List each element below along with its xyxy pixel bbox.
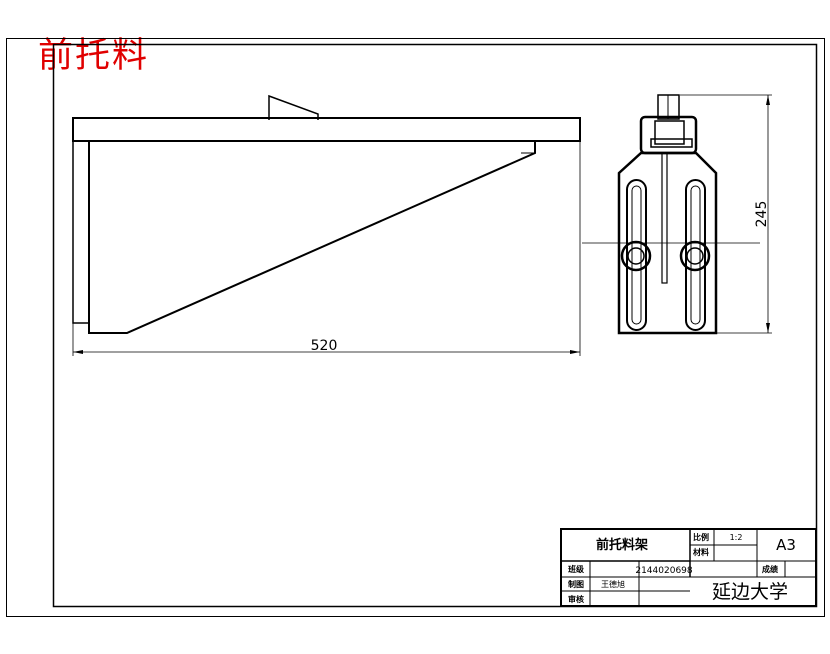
- clamp-inner: [654, 120, 685, 145]
- outer-border: [6, 38, 825, 617]
- tb-drawer-name: 王德旭: [601, 579, 625, 589]
- slot-right-inner: [690, 185, 701, 325]
- tb-part-name: 前托料架: [596, 537, 648, 553]
- bolt-right: [679, 240, 711, 272]
- tb-scale-label: 比例: [693, 532, 709, 542]
- tb-review-label: 审核: [568, 594, 584, 604]
- arrow-right: [570, 350, 580, 354]
- slot-left: [626, 179, 647, 331]
- drawing-title: 前托料: [38, 36, 150, 76]
- tab: [268, 94, 319, 120]
- slot-left-inner: [631, 185, 642, 325]
- tb-class-label: 班级: [568, 564, 585, 574]
- clamp-plate: [650, 138, 693, 148]
- vertical-plate: [72, 140, 90, 324]
- tb-school: 延边大学: [712, 581, 788, 603]
- side-view: 520: [72, 94, 581, 356]
- tb-sheet-size: A3: [776, 536, 796, 554]
- tb-score-label: 成绩: [762, 564, 778, 574]
- tb-scale-value: 1:2: [730, 533, 743, 542]
- tb-material-label: 材料: [693, 547, 709, 557]
- arrow-bottom: [766, 323, 770, 333]
- arrow-left: [73, 350, 83, 354]
- top-plate: [72, 117, 581, 142]
- bolt-left: [620, 240, 652, 272]
- bolt-right-inner: [686, 247, 704, 265]
- rib-outline: [88, 141, 536, 334]
- bolt-left-inner: [627, 247, 645, 265]
- title-block-frame: [560, 528, 817, 607]
- dim-length-label: 520: [311, 338, 338, 354]
- arrow-top: [766, 95, 770, 105]
- slot-right: [685, 179, 706, 331]
- inner-border: [52, 43, 818, 608]
- dim-height-label: 245: [754, 201, 770, 228]
- title-block: 前托料架 比例 1:2 材料 A3 班级 2144020698 成绩 制图 王德…: [560, 528, 817, 607]
- front-view: 245: [582, 94, 772, 335]
- center-rod: [661, 152, 668, 284]
- tb-drawn-label: 制图: [568, 579, 584, 589]
- tb-student-id: 2144020698: [635, 566, 693, 576]
